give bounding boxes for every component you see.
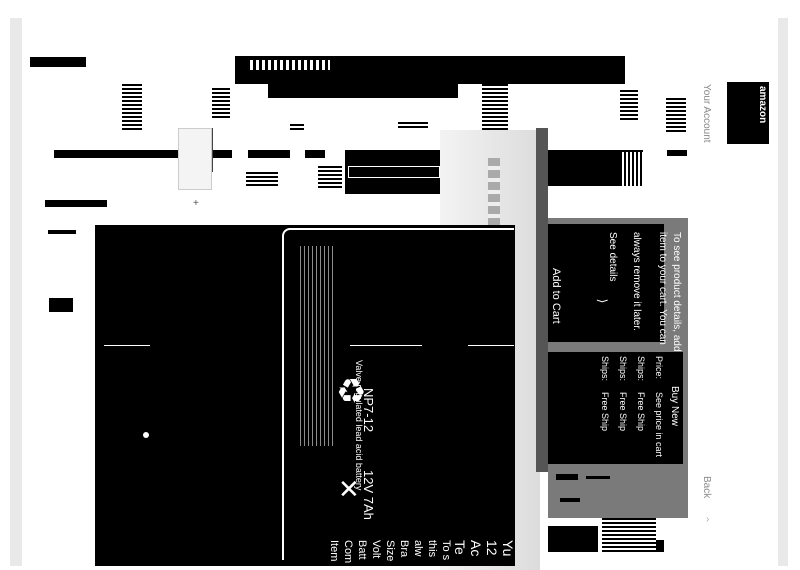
image-thumb-mark — [143, 432, 149, 438]
buy-box-row-1-value: See price in cart — [654, 392, 664, 458]
image-divider-2 — [468, 345, 514, 346]
top-right-mark — [667, 150, 687, 156]
spec-row-5: Size — [384, 540, 396, 562]
spec-row-2: this — [426, 540, 438, 558]
recycle-icon: ♻ — [336, 373, 367, 411]
header-text-scan — [250, 60, 330, 70]
top-left-tag — [30, 57, 86, 67]
amazon-logo-text: amazon — [757, 86, 768, 124]
product-title-line3: Ac — [468, 540, 484, 557]
top-text-1 — [122, 84, 142, 132]
nav-bar-mid-2 — [305, 150, 325, 158]
bottom-action-button[interactable] — [548, 526, 598, 552]
add-to-cart-button[interactable]: Add to Cart — [550, 268, 562, 324]
cart-message-line1: To see product details, add this — [671, 232, 682, 370]
top-text-7 — [290, 124, 304, 132]
spec-row-1: To s — [440, 540, 452, 561]
battery-fine-print — [300, 246, 334, 446]
sidebar-back-link[interactable]: Back — [701, 476, 712, 499]
bottom-action-button-2[interactable] — [656, 540, 664, 552]
left-section-header — [45, 200, 107, 207]
top-text-3 — [482, 84, 508, 130]
buy-box-row-2-value: Free Ship — [636, 392, 646, 432]
thumbnail-outline[interactable] — [178, 128, 212, 190]
bottom-tag-1 — [556, 474, 578, 480]
nav-bar-left — [54, 150, 232, 158]
buy-box-row-3-value: Free Ship — [618, 392, 628, 432]
amazon-logo-block[interactable] — [727, 82, 769, 144]
cart-message-line2: item to your cart. You can — [657, 232, 668, 345]
spec-row-6: Volt — [370, 540, 382, 559]
image-divider-1 — [350, 345, 422, 346]
see-details-link[interactable]: See details — [607, 232, 618, 282]
buy-box-row-1-label: Price: — [654, 356, 664, 380]
bottom-action-text — [602, 518, 656, 552]
spec-row-3: alw — [412, 540, 424, 557]
left-logo-tag — [49, 298, 73, 312]
battery-label-outline — [282, 228, 514, 560]
chevron-right-icon[interactable]: ⟩ — [595, 298, 610, 304]
buy-box-row-3-label: Ships: — [618, 356, 628, 382]
buy-box-row-2-label: Ships: — [636, 356, 646, 382]
product-title-line4: Te — [452, 540, 468, 555]
spec-row-4: Bra — [398, 540, 410, 558]
top-text-6 — [398, 122, 428, 130]
sidebar-chevron-icon[interactable]: › — [706, 514, 710, 525]
sidebar-nav-link[interactable]: Your Account — [701, 84, 712, 143]
spec-row-7: Batt — [356, 540, 368, 560]
nav-bar-mid — [248, 150, 290, 158]
product-title-line1: Yu — [500, 540, 516, 557]
background-photo-lettering — [488, 158, 500, 234]
top-text-5 — [666, 98, 686, 132]
title-banner-text — [622, 152, 644, 186]
no-trash-icon: ✕ — [338, 474, 360, 504]
nav-sub-text-1 — [246, 172, 278, 186]
header-bar-ext — [268, 84, 458, 98]
cart-panel — [548, 224, 664, 342]
cart-message-line3: always remove it later. — [631, 232, 642, 331]
buy-box-divider — [586, 476, 610, 479]
buy-box-row-4-label: Ships: — [600, 356, 610, 382]
bottom-tag-2 — [560, 498, 580, 502]
battery-type-label: Valve regulated lead acid battery — [354, 360, 364, 491]
buy-box-row-4-value: Free Ship — [600, 392, 610, 432]
small-plus-icon: + — [193, 198, 199, 209]
search-input-field[interactable] — [348, 166, 440, 178]
buy-box-heading: Buy New — [669, 386, 680, 427]
image-divider-3 — [104, 345, 150, 346]
left-small-tag — [48, 230, 76, 234]
product-title-line2: 12 — [484, 540, 500, 556]
nav-sub-text-2 — [318, 166, 342, 188]
buy-box — [548, 352, 683, 464]
top-text-2 — [212, 88, 230, 118]
top-text-4 — [620, 90, 638, 120]
cart-side-bar — [536, 128, 548, 472]
spec-row-9: Item — [328, 540, 340, 562]
spec-row-8: Com — [342, 540, 354, 564]
